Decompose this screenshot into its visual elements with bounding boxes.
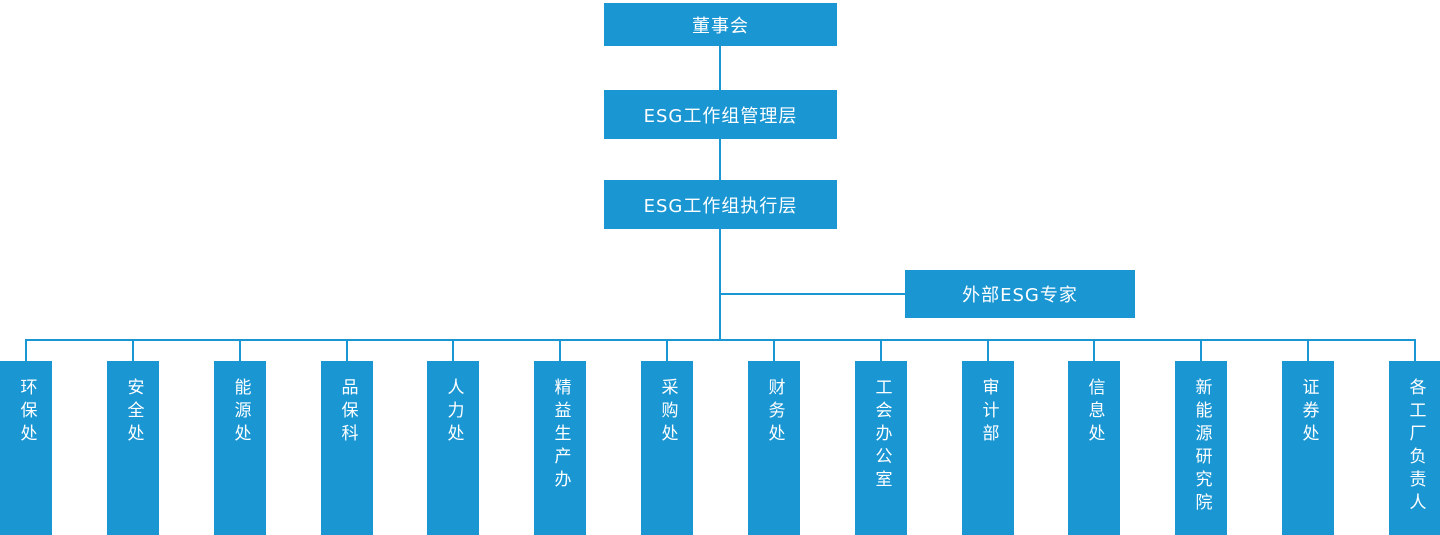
org-node-department: 审计部 [962, 361, 1014, 535]
org-node-board-label: 董事会 [692, 15, 749, 37]
org-node-department: 品保科 [321, 361, 373, 535]
department-label: 品保科 [337, 378, 358, 447]
org-node-esg-execution-label: ESG工作组执行层 [643, 195, 798, 217]
org-node-department: 证券处 [1282, 361, 1334, 535]
org-node-department: 财务处 [748, 361, 800, 535]
org-node-board: 董事会 [604, 3, 837, 46]
org-node-department: 新能源研究院 [1175, 361, 1227, 535]
connector-branch-to-external [720, 293, 905, 295]
connector-drop [1093, 340, 1095, 361]
connector-drop [25, 340, 27, 361]
department-label: 财务处 [764, 378, 785, 447]
org-node-department: 工会办公室 [855, 361, 907, 535]
department-label: 工会办公室 [871, 378, 892, 493]
connector-drop [1200, 340, 1202, 361]
org-node-department: 采购处 [641, 361, 693, 535]
org-node-esg-management-label: ESG工作组管理层 [643, 105, 798, 127]
connector-drop [666, 340, 668, 361]
connector-drop [773, 340, 775, 361]
org-node-department: 精益生产办 [534, 361, 586, 535]
org-node-department: 人力处 [427, 361, 479, 535]
department-label: 环保处 [16, 378, 37, 447]
connector-drop [452, 340, 454, 361]
connector-board-to-management [719, 46, 721, 90]
connector-drop [239, 340, 241, 361]
connector-drop [346, 340, 348, 361]
connector-bus [25, 339, 1416, 341]
department-label: 审计部 [978, 378, 999, 447]
department-label: 安全处 [123, 378, 144, 447]
org-node-department: 安全处 [107, 361, 159, 535]
org-node-esg-execution: ESG工作组执行层 [604, 180, 837, 229]
connector-drop [880, 340, 882, 361]
department-label: 新能源研究院 [1191, 378, 1212, 516]
connector-management-to-execution [719, 139, 721, 180]
org-node-department: 能源处 [214, 361, 266, 535]
department-label: 精益生产办 [550, 378, 571, 493]
org-node-external-esg-experts: 外部ESG专家 [905, 270, 1135, 318]
department-label: 人力处 [443, 378, 464, 447]
department-label: 信息处 [1084, 378, 1105, 447]
org-node-department: 信息处 [1068, 361, 1120, 535]
connector-drop [1307, 340, 1309, 361]
department-label: 证券处 [1298, 378, 1319, 447]
org-node-department: 环保处 [0, 361, 52, 535]
connector-drop [559, 340, 561, 361]
department-label: 各工厂负责人 [1405, 378, 1426, 516]
org-node-department: 各工厂负责人 [1389, 361, 1440, 535]
connector-drop [1414, 340, 1416, 361]
org-node-external-esg-experts-label: 外部ESG专家 [962, 285, 1078, 306]
connector-drop [987, 340, 989, 361]
connector-execution-to-bus [719, 229, 721, 340]
org-node-esg-management: ESG工作组管理层 [604, 90, 837, 139]
department-label: 采购处 [657, 378, 678, 447]
department-label: 能源处 [230, 378, 251, 447]
connector-drop [132, 340, 134, 361]
